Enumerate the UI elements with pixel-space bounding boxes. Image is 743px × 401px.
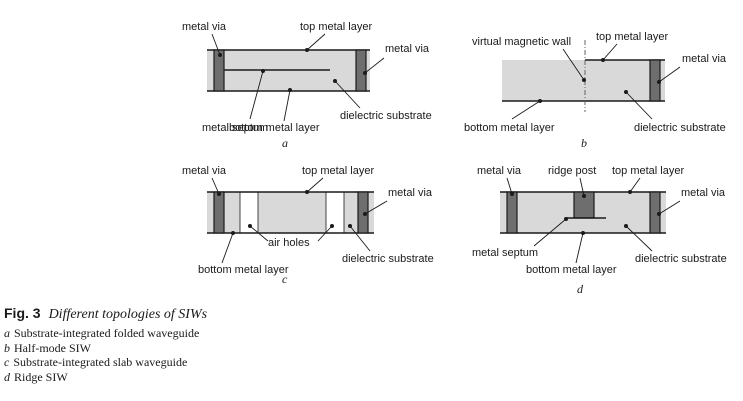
- label-a-top-metal-layer: top metal layer: [300, 21, 372, 33]
- metal-via-d-left: [506, 191, 518, 234]
- label-d-metal-via-right: metal via: [681, 187, 726, 199]
- label-d-metal-septum: metal septum: [472, 247, 538, 259]
- label-c-metal-via-left: metal via: [182, 165, 227, 177]
- caption-item-letter: c: [4, 355, 10, 369]
- caption-item-text: Substrate-integrated slab waveguide: [13, 355, 188, 369]
- label-c-top-metal-layer: top metal layer: [302, 165, 374, 177]
- caption-title-line: Fig. 3 Different topologies of SIWs: [4, 305, 739, 323]
- label-b-dielectric-substrate: dielectric substrate: [634, 122, 726, 134]
- label-c-air-holes: air holes: [268, 237, 310, 249]
- label-d-dielectric-substrate: dielectric substrate: [635, 253, 727, 265]
- panel-c: metal via top metal layer metal via air …: [182, 165, 434, 286]
- label-a-bottom-metal-layer-text: bottom metal layer: [229, 122, 320, 134]
- label-d-ridge-post: ridge post: [548, 165, 596, 177]
- siw-topologies-figure: metal via top metal layer metal via meta…: [182, 21, 727, 296]
- label-b-metal-via: metal via: [682, 53, 727, 65]
- metal-via-c-right: [357, 191, 369, 234]
- label-d-metal-via-left: metal via: [477, 165, 522, 177]
- caption-item-text: Ridge SIW: [14, 369, 68, 384]
- panel-letter-a: a: [282, 136, 288, 150]
- panel-b: virtual magnetic wall top metal layer me…: [464, 31, 727, 150]
- figure-title: Different topologies of SIWs: [48, 307, 208, 322]
- panel-letter-d: d: [577, 282, 584, 296]
- label-a-metal-septum: metal septum: [202, 122, 268, 134]
- air-hole-c-right: [325, 191, 345, 234]
- panel-a: metal via top metal layer metal via meta…: [182, 21, 432, 150]
- caption-item-text: Half-mode SIW: [14, 340, 91, 355]
- figure-number: Fig. 3: [4, 305, 41, 321]
- panel-d: metal via ridge post top metal layer met…: [472, 165, 727, 296]
- label-b-bottom-metal-layer: bottom metal layer: [464, 122, 555, 134]
- label-c-metal-via-right: metal via: [388, 187, 433, 199]
- caption-item-letter: a: [4, 326, 10, 340]
- metal-via-a-right: [355, 49, 367, 92]
- panel-letter-b: b: [581, 136, 587, 150]
- label-c-bottom-metal-layer: bottom metal layer: [198, 264, 289, 276]
- caption-item: b Half-mode SIW: [4, 341, 739, 356]
- label-a-metal-via-right: metal via: [385, 43, 430, 55]
- caption-item-text: Substrate-integrated folded waveguide: [14, 326, 200, 340]
- caption-item-letter: d: [4, 369, 10, 384]
- label-c-dielectric-substrate: dielectric substrate: [342, 253, 434, 265]
- label-b-top-metal-layer: top metal layer: [596, 31, 668, 43]
- caption-item-letter: b: [4, 340, 10, 355]
- label-d-top-metal-layer: top metal layer: [612, 165, 684, 177]
- caption-item: d Ridge SIW: [4, 370, 739, 385]
- metal-via-c-left: [213, 191, 225, 234]
- label-b-virtual-magnetic-wall: virtual magnetic wall: [472, 36, 571, 48]
- caption-item: a Substrate-integrated folded waveguide: [4, 326, 739, 341]
- label-a-dielectric-substrate: dielectric substrate: [340, 110, 432, 122]
- label-a-metal-via-left: metal via: [182, 21, 227, 33]
- dielectric-substrate-c: [207, 192, 374, 233]
- panel-letter-c: c: [282, 272, 288, 286]
- label-d-bottom-metal-layer: bottom metal layer: [526, 264, 617, 276]
